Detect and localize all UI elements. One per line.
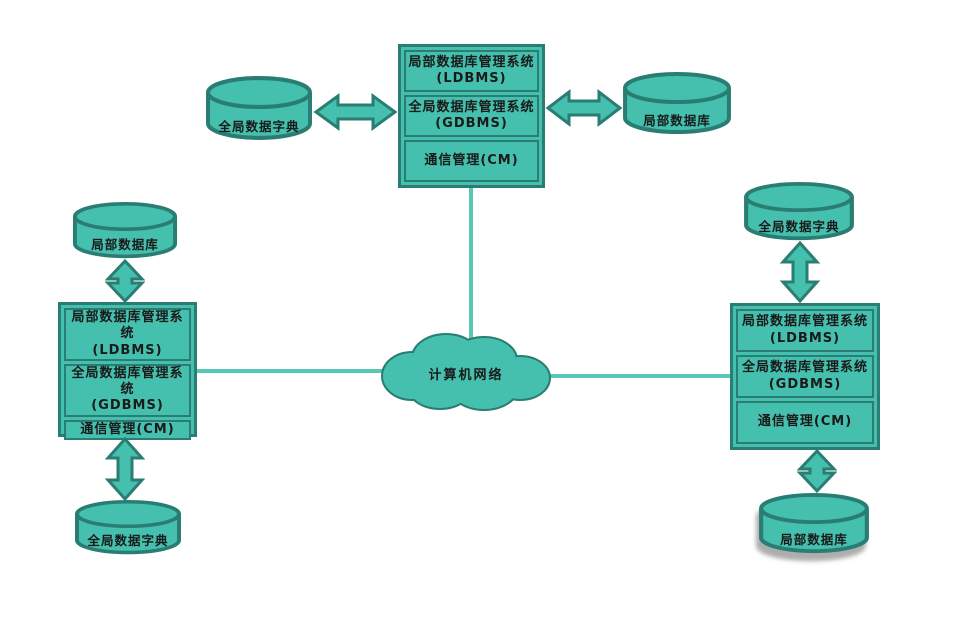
- gdbms-label: 全局数据库管理系统: [408, 99, 535, 115]
- ldbms-row: 局部数据库管理系统 (LDBMS): [64, 308, 191, 361]
- cylinder-global-data-dictionary-leftbottom: 全局数据字典: [73, 500, 183, 556]
- cylinder-global-data-dictionary-righttop: 全局数据字典: [742, 182, 856, 242]
- ldbms-acronym: (LDBMS): [92, 342, 163, 358]
- database-cylinder-icon: [75, 500, 181, 555]
- dbms-stack-right: 局部数据库管理系统 (LDBMS) 全局数据库管理系统 (GDBMS) 通信管理…: [730, 303, 880, 450]
- dbms-stack-top: 局部数据库管理系统 (LDBMS) 全局数据库管理系统 (GDBMS) 通信管理…: [398, 44, 545, 188]
- gdbms-acronym: (GDBMS): [91, 398, 164, 414]
- ldbms-row: 局部数据库管理系统 (LDBMS): [404, 50, 539, 92]
- gdbms-acronym: (GDBMS): [768, 376, 842, 392]
- database-cylinder-icon: [759, 493, 869, 554]
- cylinder-label: 局部数据库: [643, 113, 711, 128]
- cylinder-label: 局部数据库: [780, 532, 848, 547]
- cloud-icon: [381, 333, 551, 411]
- gdbms-label: 全局数据库管理系统: [71, 365, 184, 397]
- ldbms-acronym: (LDBMS): [436, 71, 507, 86]
- gdbms-acronym: (GDBMS): [435, 116, 508, 131]
- ldbms-label: 局部数据库管理系统: [741, 314, 868, 330]
- cm-label: 通信管理(CM): [757, 414, 853, 430]
- network-cloud-label: 计算机网络: [428, 368, 504, 383]
- connector-top-stack-to-cloud: [469, 187, 473, 347]
- cylinder-local-database-topright: 局部数据库: [621, 72, 733, 136]
- ldbms-label: 局部数据库管理系统: [71, 310, 184, 342]
- ldbms-acronym: (LDBMS): [769, 330, 841, 346]
- double-arrow-topright-icon: [545, 88, 623, 128]
- cylinder-label: 全局数据字典: [87, 533, 169, 548]
- gdbms-label: 全局数据库管理系统: [741, 360, 868, 376]
- double-arrow-lefttop-icon: [105, 258, 145, 304]
- cylinder-global-data-dictionary-topleft: 全局数据字典: [204, 76, 314, 142]
- ldbms-row: 局部数据库管理系统 (LDBMS): [736, 309, 874, 352]
- database-cylinder-icon: [72, 202, 178, 259]
- ldbms-label: 局部数据库管理系统: [408, 54, 535, 70]
- dbms-stack-left: 局部数据库管理系统 (LDBMS) 全局数据库管理系统 (GDBMS) 通信管理…: [58, 302, 197, 440]
- gdbms-row: 全局数据库管理系统 (GDBMS): [64, 363, 191, 417]
- cylinder-label: 全局数据字典: [218, 119, 300, 134]
- double-arrow-leftbottom-icon: [105, 436, 145, 502]
- cm-row: 通信管理(CM): [404, 140, 539, 182]
- cylinder-label: 全局数据字典: [758, 219, 840, 234]
- gdbms-row: 全局数据库管理系统 (GDBMS): [404, 95, 539, 137]
- gdbms-row: 全局数据库管理系统 (GDBMS): [736, 355, 874, 398]
- cylinder-local-database-rightbottom: 局部数据库: [757, 493, 871, 555]
- double-arrow-topleft-icon: [313, 93, 398, 131]
- double-arrow-rightbottom-icon: [797, 448, 837, 494]
- cm-label: 通信管理(CM): [424, 152, 519, 168]
- cylinder-local-database-lefttop: 局部数据库: [71, 202, 179, 260]
- cylinder-label: 局部数据库: [91, 237, 159, 252]
- network-cloud: 计算机网络: [378, 326, 554, 416]
- cm-row: 通信管理(CM): [64, 419, 191, 440]
- database-cylinder-icon: [623, 72, 731, 134]
- double-arrow-righttop-icon: [780, 240, 820, 304]
- connector-left-stack-to-cloud: [196, 369, 401, 373]
- database-cylinder-icon: [744, 182, 854, 241]
- cm-label: 通信管理(CM): [80, 421, 175, 437]
- connector-right-stack-to-cloud: [534, 374, 731, 378]
- database-cylinder-icon: [206, 76, 312, 140]
- cm-row: 通信管理(CM): [736, 401, 874, 444]
